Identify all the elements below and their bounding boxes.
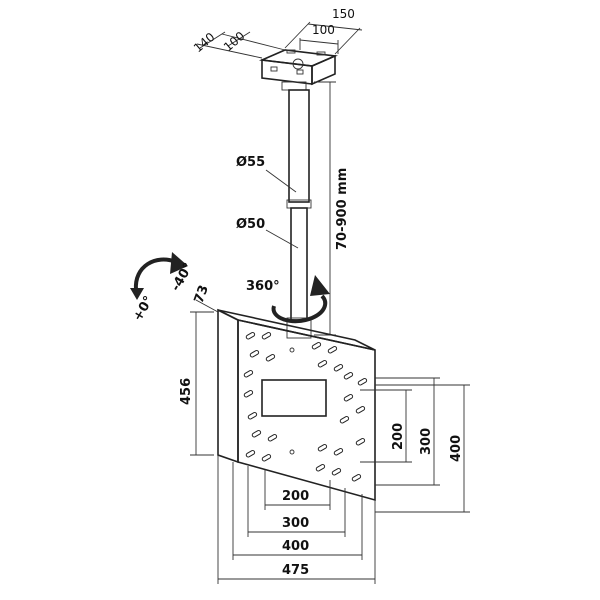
- dim-label-h200: 200: [282, 489, 309, 504]
- plate-slot: [249, 350, 260, 358]
- plate-slot: [339, 416, 350, 424]
- plate-center-cutout: [261, 379, 327, 417]
- plate-slot: [267, 434, 278, 442]
- dim-extension: [284, 21, 311, 49]
- dim-label-v300: 300: [419, 428, 434, 455]
- ceiling-plate-slot: [316, 51, 326, 56]
- plate-top-edge: [217, 309, 376, 351]
- dim-extension: [334, 27, 361, 55]
- plate-slot: [265, 354, 276, 362]
- ceiling-plate-slot: [270, 66, 278, 72]
- extension-column: [286, 89, 312, 339]
- mounting-plate: [217, 308, 376, 502]
- plate-slot: [311, 342, 322, 350]
- ceiling-plate-dimensions: 150 100 140 100: [191, 7, 363, 59]
- ceiling-plate-slot: [286, 49, 296, 54]
- vesa-horizontal-dimensions: 200 300 400 475: [217, 455, 376, 584]
- label-tilt-max: +0°: [130, 294, 156, 324]
- tilt-arrow-path: [133, 257, 177, 291]
- plate-hole: [289, 347, 295, 353]
- plate-slot: [343, 372, 354, 380]
- plate-slot: [333, 448, 344, 456]
- plate-slot: [243, 390, 254, 398]
- plate-slot: [343, 394, 354, 402]
- plate-slot: [251, 430, 262, 438]
- label-rotation: 360°: [246, 279, 280, 294]
- plate-slot: [261, 454, 272, 462]
- plate-hole: [289, 449, 295, 455]
- dim-extension: [196, 43, 263, 59]
- ceiling-plate-front: [261, 59, 313, 85]
- upper-tube: [288, 89, 310, 203]
- ceiling-plate-side: [311, 54, 336, 86]
- column-base: [286, 317, 312, 339]
- dim-line-73: [195, 299, 219, 313]
- plate-left-edge: [217, 308, 239, 464]
- leader-line: [265, 229, 299, 249]
- plate-slot: [355, 406, 366, 414]
- dim-label-456: 456: [179, 378, 194, 405]
- dim-label-h400: 400: [282, 539, 309, 554]
- tube-diameter-callouts: Ø55 Ø50: [236, 155, 299, 249]
- plate-slot: [261, 332, 272, 340]
- dim-label-h475: 475: [282, 563, 309, 578]
- plate-slot: [357, 378, 368, 386]
- ceiling-plate-slot: [296, 69, 304, 75]
- dim-label-v400: 400: [449, 435, 464, 462]
- ceiling-plate-hole: [292, 58, 304, 70]
- rotation-indicator: 360°: [246, 275, 330, 324]
- dim-label-140: 140: [191, 30, 218, 55]
- plate-slots: [243, 332, 368, 482]
- dim-label-v200: 200: [391, 423, 406, 450]
- plate-slot: [327, 346, 338, 354]
- lower-tube: [290, 207, 308, 321]
- plate-slot: [245, 332, 256, 340]
- column-length-dimension: 70-900 mm: [314, 81, 350, 336]
- ceiling-plate: [258, 49, 339, 91]
- vesa-vertical-dimensions: 200 300 400: [360, 377, 470, 513]
- plate-slot: [351, 474, 362, 482]
- tube-collar: [286, 199, 312, 209]
- plate-slot: [355, 438, 366, 446]
- plate-slot: [247, 412, 258, 420]
- tilt-indicator: -40° +0°: [130, 252, 196, 324]
- plate-slot: [317, 444, 328, 452]
- tilt-arrow-tail: [130, 288, 144, 300]
- label-upper-diameter: Ø55: [236, 155, 265, 170]
- dim-line-140: [199, 31, 226, 49]
- dim-label-100-y: 100: [221, 29, 248, 54]
- plate-slot: [317, 360, 328, 368]
- dim-label-73: 73: [192, 283, 212, 305]
- plate-slot: [243, 370, 254, 378]
- dim-line-150: [307, 23, 363, 31]
- dim-label-h300: 300: [282, 516, 309, 531]
- plate-slot: [315, 464, 326, 472]
- plate-slot: [331, 468, 342, 476]
- plate-front: [237, 319, 376, 502]
- plate-slot: [245, 450, 256, 458]
- dim-line-100-x: [299, 39, 339, 45]
- rotation-arrow-head: [310, 275, 330, 296]
- dim-label-150: 150: [332, 7, 355, 21]
- tilt-arrow-head: [170, 252, 188, 274]
- dim-label-column-length: 70-900 mm: [335, 168, 350, 250]
- dim-label-100-x: 100: [312, 23, 335, 37]
- plate-height-dimension: 456 73: [179, 283, 219, 456]
- leader-line: [265, 169, 297, 193]
- plate-slot: [333, 364, 344, 372]
- dim-line-100-y: [227, 31, 251, 47]
- label-lower-diameter: Ø50: [236, 217, 265, 232]
- dim-extension: [221, 33, 286, 51]
- rotation-arrow-path: [271, 294, 328, 324]
